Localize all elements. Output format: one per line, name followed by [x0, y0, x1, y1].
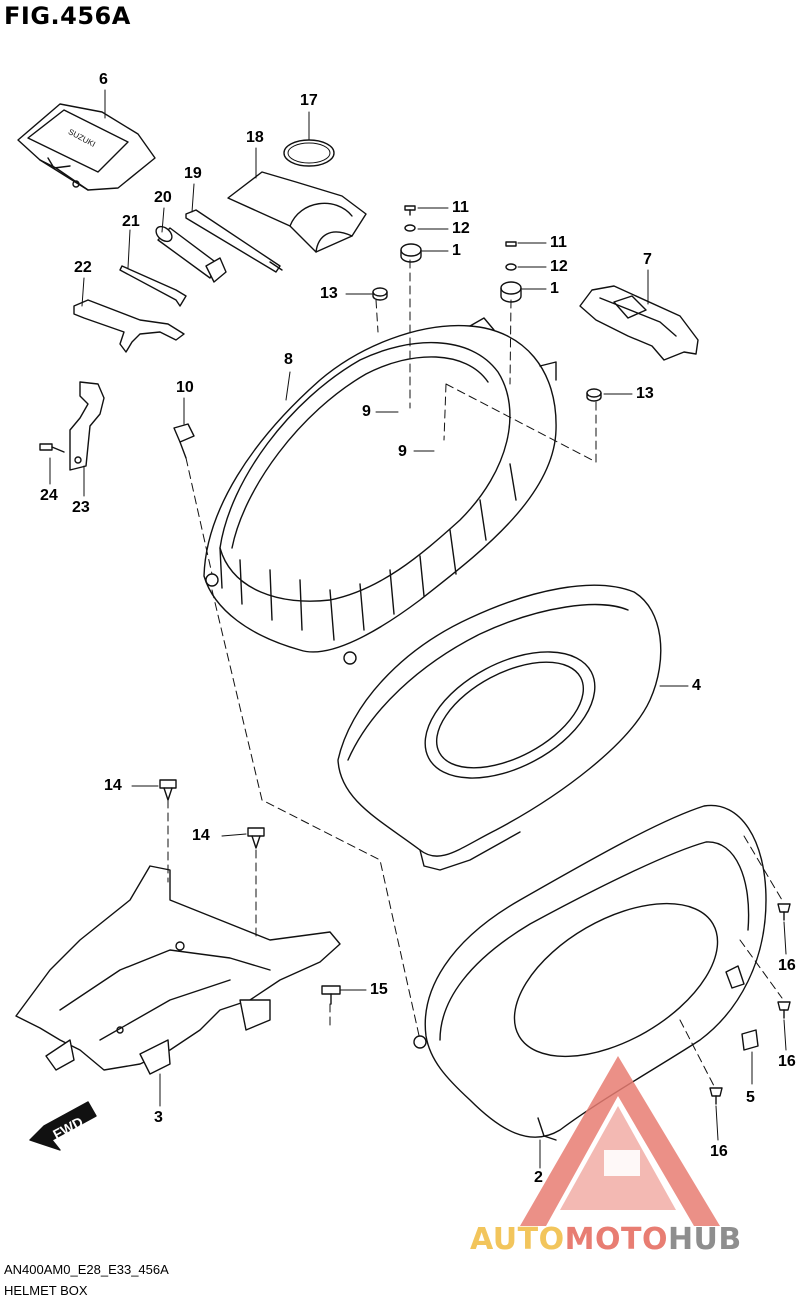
- callout-16-lower: 16: [710, 1143, 728, 1160]
- leader-lines: [49, 89, 787, 1169]
- forward-arrow-icon: [29, 1101, 97, 1151]
- callout-11-lower: 11: [550, 234, 567, 251]
- callout-17: 17: [300, 92, 318, 109]
- watermark-text: AUTOMOTOHUB: [470, 1222, 742, 1257]
- callout-10: 10: [176, 379, 194, 396]
- callout-3: 3: [154, 1109, 163, 1126]
- callout-5: 5: [746, 1089, 755, 1106]
- callout-9-upper: 9: [362, 403, 371, 420]
- dashed-assembly-lines: [167, 259, 783, 1087]
- figure-code: AN400AM0_E28_E33_456A: [4, 1262, 169, 1277]
- callout-24: 24: [40, 487, 58, 504]
- part-18-cover: [227, 171, 367, 253]
- part-7-latch: [579, 285, 699, 361]
- callout-8: 8: [284, 351, 293, 368]
- part-2-box-body: [413, 804, 767, 1141]
- automotohub-logo-icon: [520, 1056, 720, 1226]
- callout-20: 20: [154, 189, 172, 206]
- figure-caption: HELMET BOX: [4, 1283, 88, 1298]
- part-20-plug-wrench: [155, 225, 227, 283]
- callout-2: 2: [534, 1169, 543, 1186]
- watermark-part-moto: MOTO: [564, 1222, 668, 1257]
- part-3-under-cover: [15, 865, 341, 1075]
- part-21-hex-wrench: [119, 265, 187, 307]
- callout-7: 7: [643, 251, 652, 268]
- figure-title: FIG.456A: [4, 2, 131, 30]
- part-22-spanner: [73, 299, 185, 353]
- part-6-tool-tray: SUZUKI: [17, 103, 156, 191]
- callout-1-lower: 1: [550, 280, 559, 297]
- callout-23: 23: [72, 499, 90, 516]
- callout-13-right: 13: [636, 385, 654, 402]
- callout-16-middle: 16: [778, 1053, 796, 1070]
- callout-15: 15: [370, 981, 388, 998]
- part-10-bolt: [173, 423, 195, 459]
- part-8-box-rim: [203, 317, 557, 665]
- callout-1-upper: 1: [452, 242, 461, 259]
- watermark-part-auto: AUTO: [470, 1222, 565, 1257]
- part-19-screwdriver: [185, 209, 283, 273]
- part-23-bracket: [39, 381, 105, 471]
- callout-4: 4: [692, 677, 701, 694]
- callout-11-upper: 11: [452, 199, 469, 216]
- callout-22: 22: [74, 259, 92, 276]
- callout-12-lower: 12: [550, 258, 568, 275]
- callout-18: 18: [246, 129, 264, 146]
- callout-19: 19: [184, 165, 202, 182]
- part-17-o-ring: [283, 139, 335, 167]
- callout-12-upper: 12: [452, 220, 470, 237]
- callout-16-upper: 16: [778, 957, 796, 974]
- callout-21: 21: [122, 213, 140, 230]
- watermark-part-hub: HUB: [667, 1222, 742, 1257]
- callout-14-lower: 14: [192, 827, 210, 844]
- fasteners-lower: [159, 779, 791, 1105]
- part-4-liner: [337, 584, 662, 871]
- callout-9-lower: 9: [398, 443, 407, 460]
- callout-6: 6: [99, 71, 108, 88]
- callout-14-upper: 14: [104, 777, 122, 794]
- callout-13-left: 13: [320, 285, 338, 302]
